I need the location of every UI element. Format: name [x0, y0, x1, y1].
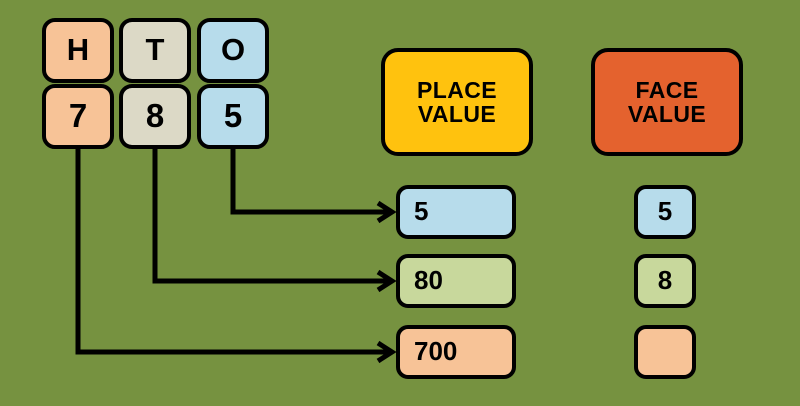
place-value-header: PLACE VALUE [381, 48, 533, 156]
column-header-tens: T [119, 18, 191, 83]
face-value-header: FACE VALUE [591, 48, 743, 156]
arrow-head-ones-icon [376, 200, 397, 224]
face-value-result-hundreds-blank [634, 325, 696, 379]
face-value-header-line2: VALUE [627, 101, 707, 127]
digit-tens: 8 [119, 84, 191, 149]
place-value-header-line1: PLACE [417, 76, 497, 103]
connector-tens-to-place-value-80 [152, 148, 388, 284]
place-value-result-ones: 5 [396, 185, 516, 239]
arrow-head-hundreds-icon [376, 340, 397, 364]
digit-ones: 5 [197, 84, 269, 149]
column-header-hundreds: H [42, 18, 114, 83]
column-header-ones: O [197, 18, 269, 83]
face-value-result-ones: 5 [634, 185, 696, 239]
digit-hundreds: 7 [42, 84, 114, 149]
place-value-result-tens: 80 [396, 254, 516, 308]
place-value-header-line2: VALUE [417, 101, 497, 127]
place-value-result-hundreds: 700 [396, 325, 516, 379]
connector-ones-to-place-value-5 [230, 148, 388, 215]
face-value-header-line1: FACE [635, 76, 699, 103]
connector-hundreds-to-place-value-700 [75, 148, 388, 355]
arrow-head-tens-icon [376, 269, 397, 293]
face-value-result-tens: 8 [634, 254, 696, 308]
